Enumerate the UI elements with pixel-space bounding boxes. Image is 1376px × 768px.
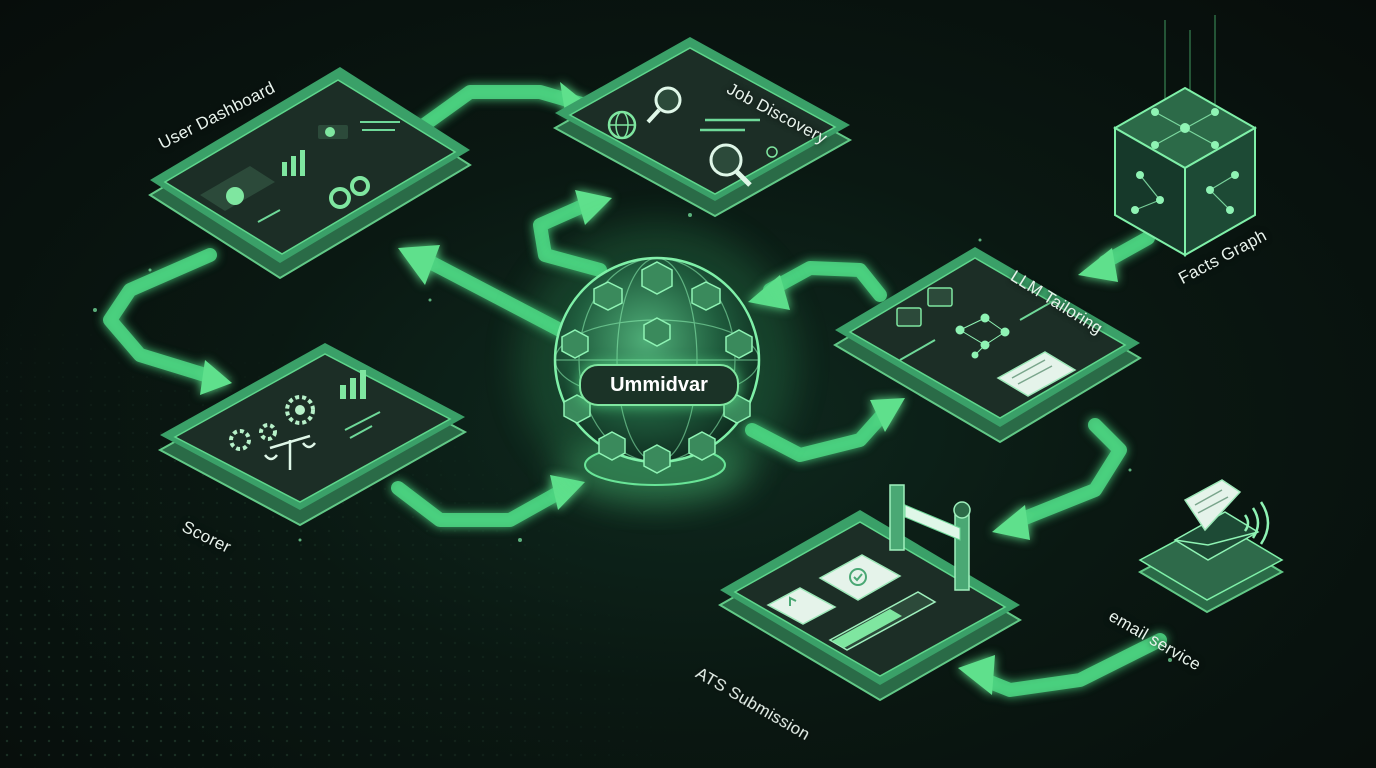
- ats-submission-panel[interactable]: [718, 484, 1022, 702]
- donut-chart-icon: [329, 187, 351, 209]
- signal-wave-icon: [1243, 501, 1270, 545]
- facts-graph-cube[interactable]: [1112, 15, 1258, 257]
- checkmark-icon: [818, 554, 902, 601]
- hub-sphere: [517, 222, 797, 502]
- bar-chart-icon: [282, 150, 305, 176]
- scale-icon: [264, 434, 316, 470]
- globe-icon: [607, 110, 637, 140]
- arrow-head-ats-2: [958, 655, 995, 695]
- arrow-head-ats: [992, 505, 1030, 540]
- scorer-panel[interactable]: [157, 343, 468, 527]
- job-discovery-panel[interactable]: [552, 37, 853, 218]
- avatar-icon: [226, 187, 244, 205]
- progress-bar-icon: [828, 591, 937, 651]
- arrow-dashboard-to-discovery: [413, 85, 592, 135]
- arrow-email-to-ats: [978, 633, 1167, 697]
- bar-chart-icon: [340, 370, 366, 399]
- arrow-head-discovery-2: [575, 190, 612, 225]
- search-icon: [766, 146, 778, 158]
- arrow-llm-to-hub: [763, 261, 887, 302]
- magnifier-icon: [646, 86, 682, 124]
- sparkles: [93, 213, 1172, 662]
- envelope-icon: [1173, 479, 1260, 561]
- arrow-hub-to-llm: [745, 405, 892, 462]
- arrow-head-scorer: [200, 360, 232, 395]
- gear-icon: [229, 395, 315, 451]
- arrow-head-llm: [870, 398, 905, 432]
- arrow-head-dashboard: [398, 245, 440, 285]
- arrow-scorer-to-hub: [391, 481, 567, 527]
- arrow-head-llm-2: [1078, 248, 1118, 282]
- document-upload-icon: [766, 587, 837, 625]
- search-result-magnifier-icon: [709, 143, 752, 187]
- neural-network-icon: [955, 313, 1010, 359]
- gate-barrier-icon: [889, 484, 971, 591]
- arrow-llm-to-ats: [1013, 418, 1127, 527]
- email-service-node[interactable]: [1137, 479, 1285, 614]
- user-dashboard-panel[interactable]: [148, 67, 472, 280]
- llm-tailoring-panel[interactable]: [833, 247, 1142, 444]
- hub-label: Ummidvar: [579, 364, 739, 406]
- translate-icon: [896, 287, 953, 327]
- document-icon: [996, 351, 1077, 397]
- arrow-dashboard-to-scorer: [103, 248, 222, 385]
